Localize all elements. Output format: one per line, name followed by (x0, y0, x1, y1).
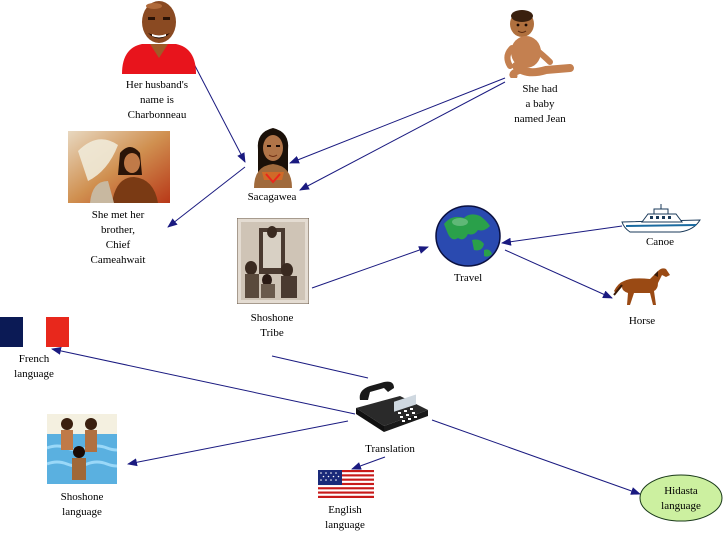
edge-translation-shoshone (127, 420, 349, 467)
boat-icon (621, 204, 701, 233)
edge-baby-sacagawea-2 (299, 81, 506, 191)
horse-icon (613, 268, 670, 305)
french-flag-icon (0, 317, 69, 347)
telephone-icon (356, 381, 428, 432)
globe-icon (435, 205, 501, 267)
baby-label: She had a baby named Jean (514, 83, 566, 125)
shoshone-language-label: Shoshone language (60, 491, 104, 518)
brother-label: She met her brother, Chief Cameahwait (90, 209, 146, 266)
travel-label: Travel (453, 272, 483, 284)
edge-translation-french (51, 346, 356, 415)
french-label: French language (14, 353, 54, 380)
canoe-label: Canoe (645, 236, 675, 248)
english-label: English language (325, 504, 365, 531)
edge-sacagawea-brother (167, 166, 246, 228)
sacagawea-portrait-icon (254, 128, 292, 188)
hidasta-label: Hidasta language (661, 485, 701, 512)
edge-baby-sacagawea-1 (289, 77, 506, 164)
edge-translation-english (351, 456, 386, 470)
edge-canoe-travel (501, 225, 623, 246)
us-flag-icon (318, 470, 374, 498)
edge-translation-hidasta (431, 419, 641, 495)
tribe-label: Shoshone Tribe (250, 312, 294, 339)
edge-husband-sacagawea (192, 61, 246, 163)
sacagawea-label: Sacagawea (247, 191, 297, 203)
people-in-water-icon (47, 414, 117, 484)
translation-label: Translation (365, 443, 415, 455)
edge-travel-horse (504, 249, 613, 299)
reunion-painting-icon (68, 131, 170, 203)
ellipse-node (639, 474, 723, 522)
husband-label: Her husband's name is Charbonneau (125, 79, 189, 121)
horse-label: Horse (628, 315, 656, 327)
edge-tribe-translation (271, 355, 369, 379)
edge-tribe-travel (311, 246, 429, 289)
tribe-photo-icon (237, 218, 309, 304)
baby-icon (504, 10, 574, 78)
bald-man-icon (122, 1, 196, 74)
